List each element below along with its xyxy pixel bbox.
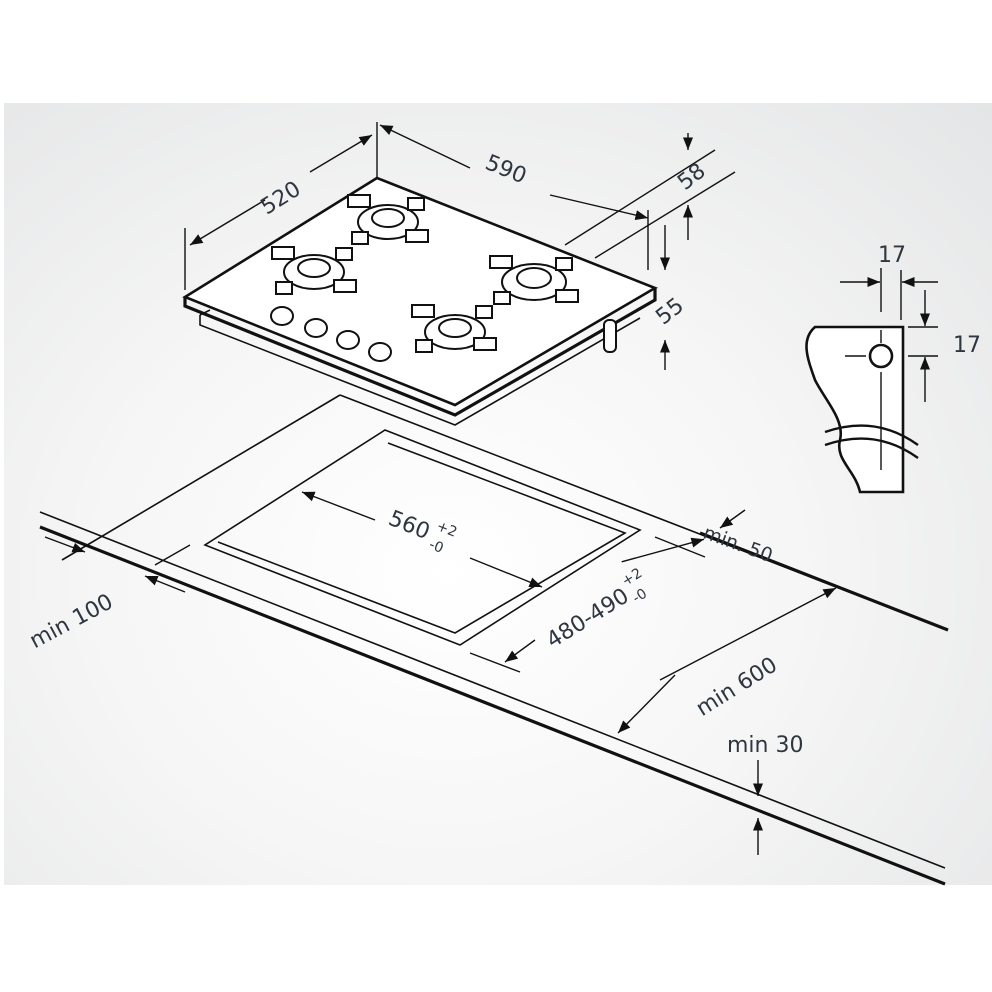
burner (489, 255, 579, 305)
burner (411, 304, 497, 353)
burner (347, 194, 429, 245)
dimension-lines (44, 122, 837, 855)
label-min-thickness: min 30 (727, 733, 803, 758)
label-min-front-wall: min 600 (692, 653, 782, 722)
label-detail-height: 17 (953, 333, 981, 358)
burner (271, 246, 357, 295)
gas-inlet (603, 319, 617, 353)
cutout-depth-tol-minus: -0 (630, 586, 650, 607)
bracket-detail (805, 268, 938, 494)
cutout-width-value: 560 (385, 506, 433, 545)
control-knobs (270, 306, 392, 362)
cutout-width-tol-minus: -0 (427, 537, 446, 557)
hob (182, 176, 658, 426)
cutout-depth-value: 480-490 (542, 584, 633, 654)
label-detail-width: 17 (878, 243, 906, 268)
label-cutout-width: 560 +2 -0 (385, 506, 459, 557)
cutout-width-tol-plus: +2 (434, 518, 459, 541)
label-height-total: 55 (651, 293, 688, 330)
worktop (39, 394, 949, 886)
label-min-side: min 100 (26, 590, 118, 655)
label-cutout-depth: 480-490 +2 -0 (542, 565, 650, 654)
label-min-back: min. 50 (700, 522, 775, 567)
label-width: 590 (482, 150, 530, 189)
label-depth: 520 (257, 177, 306, 220)
